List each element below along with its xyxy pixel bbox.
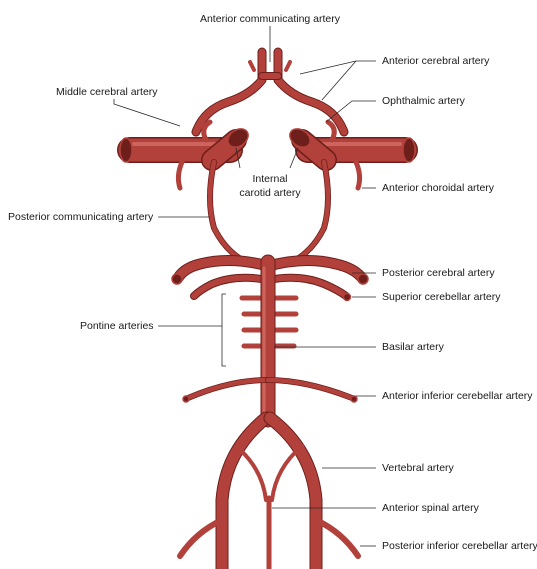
acom-branch-left	[250, 62, 254, 70]
vertebral-artery-left	[222, 418, 266, 569]
leader-middle-cerebral	[114, 99, 180, 126]
label-internal-carotid-line1: Internal	[252, 173, 287, 185]
label-vertebral-artery: Vertebral artery	[382, 462, 455, 474]
posterior-communicating-artery-left	[210, 162, 246, 262]
pontine-bracket	[222, 294, 226, 366]
basilar-artery	[264, 262, 268, 420]
label-middle-cerebral-artery: Middle cerebral artery	[56, 86, 158, 98]
label-internal-carotid-line2: carotid artery	[239, 187, 301, 199]
anterior-choroidal-artery-right	[356, 162, 360, 188]
acom-branch-right	[286, 62, 290, 70]
label-basilar-artery: Basilar artery	[382, 341, 445, 353]
label-posterior-cerebral-artery: Posterior cerebral artery	[382, 267, 495, 279]
vertebral-artery-right	[270, 418, 316, 569]
label-pontine-arteries: Pontine arteries	[80, 320, 154, 332]
leader-anterior-cerebral-b	[300, 61, 356, 74]
label-anterior-inferior-cerebellar-artery: Anterior inferior cerebellar artery	[382, 390, 533, 402]
internal-carotid-artery-right	[286, 125, 326, 160]
label-ophthalmic-artery: Ophthalmic artery	[382, 95, 466, 107]
label-posterior-inferior-cerebellar-artery: Posterior inferior cerebellar artery	[382, 540, 537, 552]
label-anterior-choroidal-artery: Anterior choroidal artery	[382, 182, 495, 194]
label-superior-cerebellar-artery: Superior cerebellar artery	[382, 291, 501, 303]
internal-carotid-artery-left	[212, 125, 252, 160]
label-anterior-cerebral-artery: Anterior cerebral artery	[382, 55, 490, 67]
label-posterior-communicating-artery: Posterior communicating artery	[8, 211, 154, 223]
arteries	[120, 52, 415, 569]
anterior-choroidal-artery-left	[178, 162, 182, 188]
superior-cerebellar-artery-left	[194, 278, 268, 296]
label-anterior-spinal-artery: Anterior spinal artery	[382, 502, 480, 514]
leader-internal-carotid-right	[290, 148, 298, 168]
posterior-communicating-artery-right	[292, 162, 328, 262]
label-anterior-communicating-artery: Anterior communicating artery	[200, 13, 341, 25]
anterior-spinal-artery	[236, 446, 302, 569]
